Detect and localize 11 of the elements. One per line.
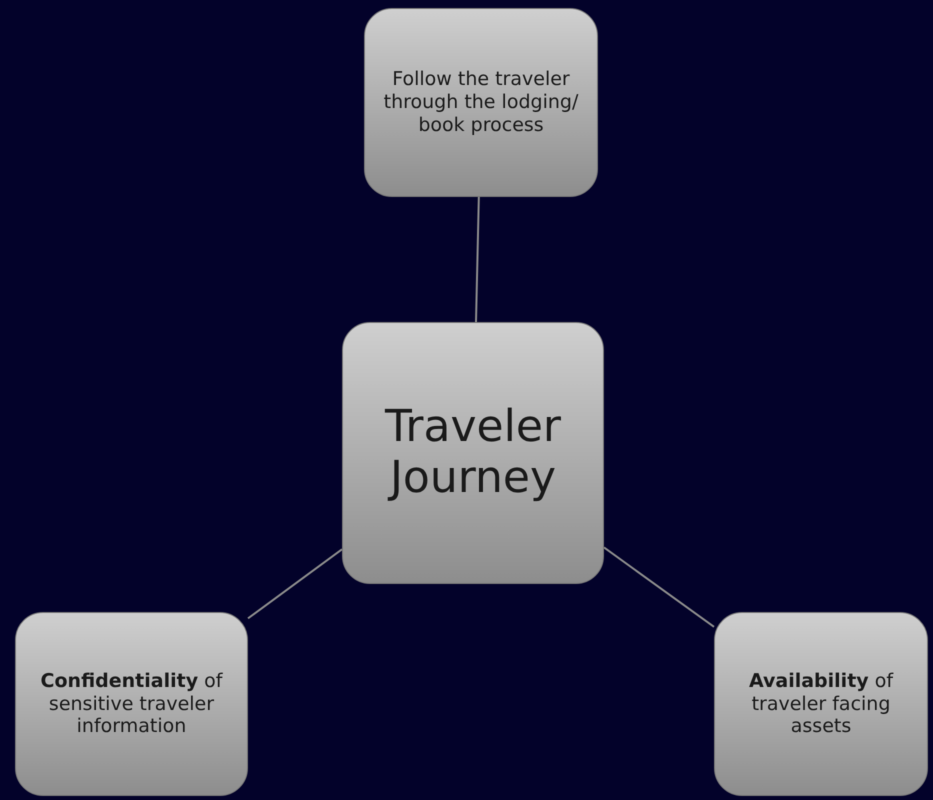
rounded-box (15, 612, 248, 796)
box-text: Confidentiality of sensitive traveler information (40, 670, 224, 738)
rounded-box (342, 322, 604, 584)
connector-line (603, 546, 715, 628)
connector-line (475, 196, 480, 322)
box-text: Follow the traveler through the lodging/ book process (382, 68, 580, 137)
box-text: Availability of traveler facing assets (748, 670, 894, 738)
rounded-box (714, 612, 928, 796)
box-text: Traveler Journey (384, 402, 562, 504)
connector-line (247, 548, 343, 620)
rounded-box (364, 8, 598, 197)
